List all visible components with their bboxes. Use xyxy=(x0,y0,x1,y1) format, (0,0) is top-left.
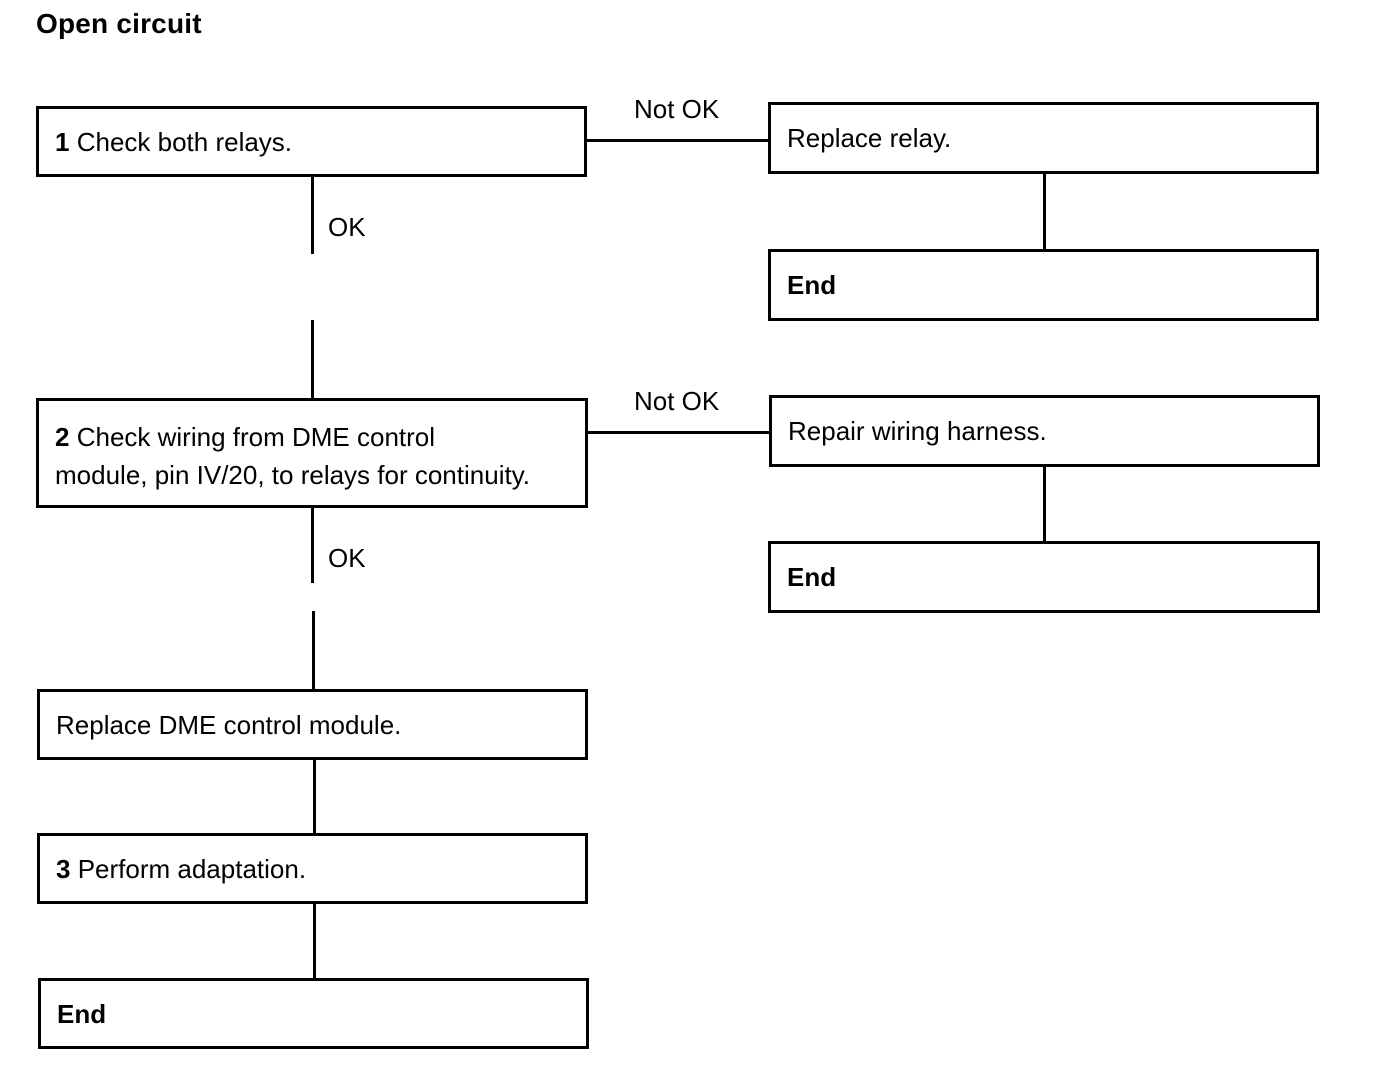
step-3-number: 3 xyxy=(56,853,71,884)
connector-replace-relay-end xyxy=(1043,174,1046,251)
diagram-title: Open circuit xyxy=(36,8,202,39)
step-1-box: 1 Check both relays. xyxy=(36,106,587,177)
replace-dme-box: Replace DME control module. xyxy=(37,689,588,760)
label-ok-2: OK xyxy=(328,543,366,573)
replace-relay-box: Replace relay. xyxy=(768,102,1319,174)
step-1-text: Check both relays. xyxy=(76,126,293,157)
connector-step1-replace-relay xyxy=(587,139,770,142)
repair-harness-text: Repair wiring harness. xyxy=(788,416,1047,446)
connector-step1-ok-lower xyxy=(311,320,314,399)
end-main-text: End xyxy=(57,998,107,1029)
step-2-text-line1: Check wiring from DME control xyxy=(76,422,436,452)
step-3-box: 3 Perform adaptation. xyxy=(37,833,588,904)
connector-step2-ok-upper xyxy=(311,508,314,583)
connector-replace-dme-step3 xyxy=(313,760,316,834)
end-harness-box: End xyxy=(768,541,1320,613)
label-not-ok-1: Not OK xyxy=(634,94,720,124)
repair-harness-box: Repair wiring harness. xyxy=(769,395,1320,467)
replace-relay-text: Replace relay. xyxy=(787,123,952,153)
end-relay-text: End xyxy=(787,270,837,300)
connector-step2-repair-harness xyxy=(588,431,770,434)
connector-step2-ok-lower xyxy=(312,611,315,690)
connector-step1-ok-upper xyxy=(311,177,314,254)
label-not-ok-2: Not OK xyxy=(634,386,720,416)
end-main-box: End xyxy=(38,978,589,1049)
connector-step3-end xyxy=(313,904,316,980)
step-2-box: 2 Check wiring from DME control module, … xyxy=(36,398,588,508)
end-relay-box: End xyxy=(768,249,1319,321)
step-1-number: 1 xyxy=(55,126,70,157)
replace-dme-text: Replace DME control module. xyxy=(56,709,402,740)
step-2-text-line2: module, pin IV/20, to relays for continu… xyxy=(55,460,530,490)
end-harness-text: End xyxy=(787,562,837,592)
connector-repair-harness-end xyxy=(1043,467,1046,544)
label-ok-1: OK xyxy=(328,212,366,242)
step-2-number: 2 xyxy=(55,422,70,452)
step-3-text: Perform adaptation. xyxy=(77,853,307,884)
